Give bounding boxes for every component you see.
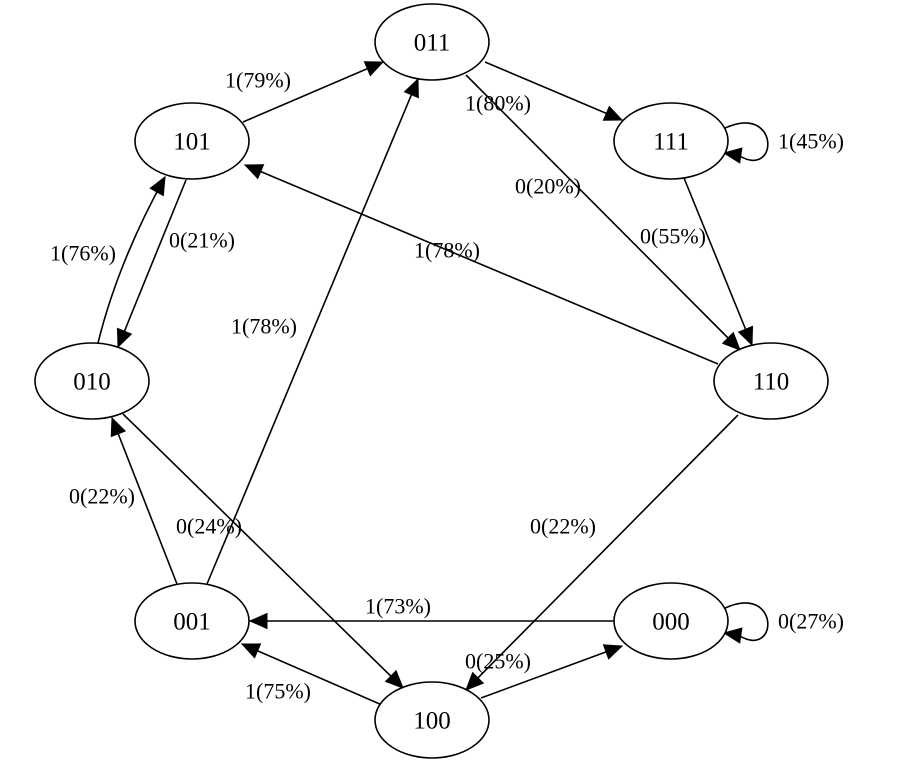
state-node-ellipse (374, 681, 490, 759)
edge-110-to-100 (465, 414, 739, 691)
edge-label: 1(80%) (465, 91, 531, 116)
state-node-label: 000 (652, 609, 690, 636)
state-node-ellipse (713, 342, 829, 420)
edge-label: 0(21%) (169, 228, 235, 253)
arrowhead-icon (721, 331, 741, 351)
state-node-ellipse (134, 582, 250, 660)
edge-100-to-000 (480, 644, 624, 699)
edge-000-to-000 (722, 602, 769, 644)
arrowhead-icon (363, 61, 385, 77)
edge-label: 0(20%) (515, 174, 581, 199)
arrowhead-icon (602, 105, 624, 121)
state-node-110: 110 (713, 342, 829, 420)
edge-label: 0(22%) (69, 484, 135, 509)
edge-label: 0(22%) (530, 514, 596, 539)
edge-line (111, 417, 178, 585)
state-node-111: 111 (613, 102, 729, 180)
edge-labels-layer: 1(79%) 1(80%) 0(20%) 1(45%) 0(55%) 1(78%) 0(22… (50, 68, 844, 704)
edge-line (97, 176, 166, 344)
edge-label: 1(78%) (231, 314, 297, 339)
arrowhead-icon (384, 669, 404, 689)
edge-label: 0(27%) (778, 609, 844, 634)
edge-line (465, 414, 739, 691)
state-node-011: 011 (374, 3, 490, 81)
edge-label: 0(24%) (176, 514, 242, 539)
edge-001-to-011 (206, 77, 419, 585)
edge-101-to-010 (116, 179, 187, 349)
state-node-010: 010 (34, 342, 150, 420)
arrowhead-icon (403, 77, 419, 99)
edge-line (244, 164, 719, 365)
edge-label: 1(78%) (414, 238, 480, 263)
state-node-label: 110 (753, 369, 790, 396)
state-node-ellipse (613, 582, 729, 660)
state-node-label: 111 (653, 129, 689, 156)
state-node-label: 001 (173, 609, 211, 636)
nodes-layer: 011 101 111 010 110 001 000 100 (34, 3, 829, 759)
edge-line (683, 177, 753, 346)
state-node-001: 001 (134, 582, 250, 660)
edge-line (241, 643, 383, 706)
arrowhead-icon (243, 164, 265, 180)
arrowhead-icon (465, 671, 485, 691)
edge-010-to-100 (122, 413, 404, 689)
edge-111-to-110 (683, 177, 754, 347)
state-node-label: 010 (73, 369, 111, 396)
edge-110-to-101 (243, 164, 719, 365)
edge-line (242, 61, 384, 123)
edge-line (480, 645, 623, 699)
state-node-label: 101 (173, 129, 211, 156)
edge-label: 0(25%) (465, 649, 531, 674)
state-node-ellipse (374, 3, 490, 81)
edge-011-to-111 (484, 61, 624, 121)
edge-line (117, 179, 187, 348)
state-node-ellipse (613, 102, 729, 180)
edge-label: 1(45%) (778, 129, 844, 154)
edge-label: 1(76%) (50, 241, 116, 266)
edge-000-to-001 (248, 612, 614, 630)
edge-011-to-110 (465, 74, 741, 351)
state-node-ellipse (134, 102, 250, 180)
state-node-100: 100 (374, 681, 490, 759)
state-node-label: 100 (413, 708, 451, 735)
edges-layer (97, 61, 769, 706)
arrowhead-icon (722, 627, 743, 644)
edge-line (722, 122, 769, 162)
edge-line (722, 602, 769, 642)
arrowhead-icon (240, 643, 262, 659)
edge-label: 1(73%) (365, 594, 431, 619)
edge-label: 1(75%) (245, 679, 311, 704)
arrowhead-icon (737, 325, 754, 347)
edge-line (122, 413, 404, 689)
edge-line (465, 74, 741, 351)
edge-111-to-111 (722, 122, 769, 164)
arrowhead-icon (722, 147, 743, 164)
state-node-101: 101 (134, 102, 250, 180)
arrowhead-icon (149, 175, 166, 197)
edge-101-to-011 (242, 61, 385, 123)
edge-001-to-010 (110, 416, 178, 585)
arrowhead-icon (110, 416, 127, 438)
arrowhead-icon (248, 612, 268, 630)
edge-100-to-001 (240, 643, 383, 706)
edge-line (206, 78, 419, 585)
state-node-000: 000 (613, 582, 729, 660)
edge-010-to-101 (97, 175, 166, 344)
edge-label: 1(79%) (225, 68, 291, 93)
arrowhead-icon (602, 644, 624, 660)
arrowhead-icon (116, 327, 133, 349)
state-node-ellipse (34, 342, 150, 420)
state-node-label: 011 (414, 30, 451, 57)
edge-line (484, 61, 623, 121)
edge-label: 0(55%) (640, 224, 706, 249)
